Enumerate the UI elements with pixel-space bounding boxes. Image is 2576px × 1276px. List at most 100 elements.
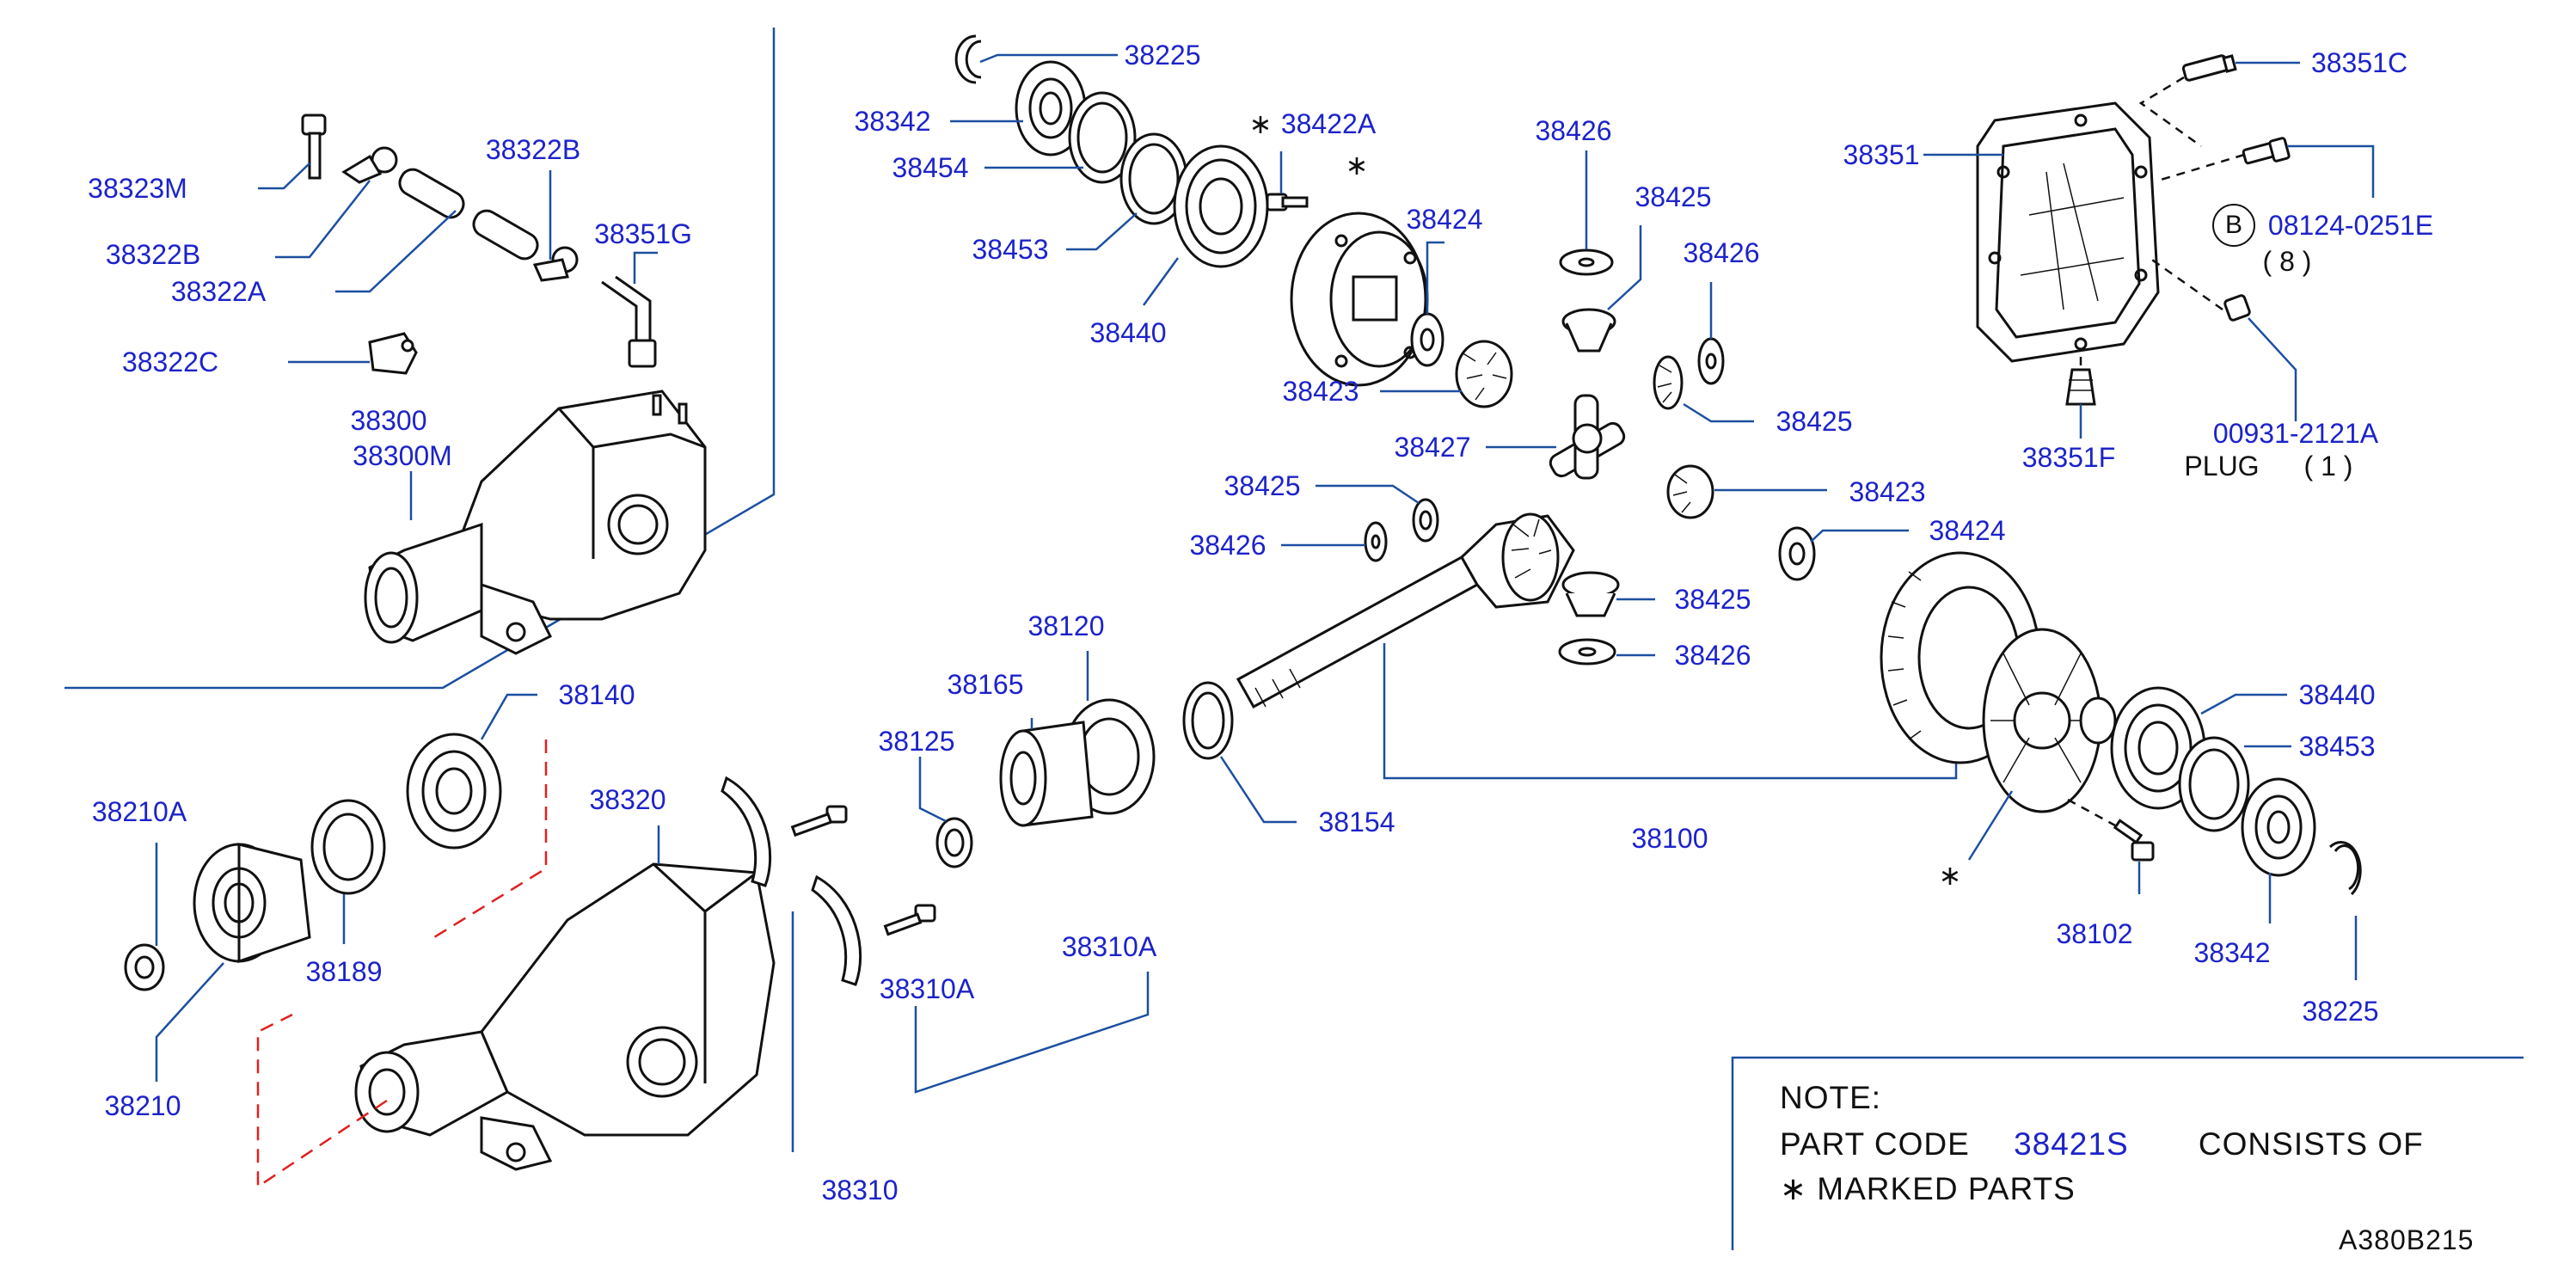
label-38453-right: 38453 (2298, 731, 2376, 762)
label-38165: 38165 (947, 669, 1024, 700)
leader-38322a (335, 210, 457, 293)
label-38425-a: 38425 (1635, 181, 1712, 212)
bolt-38323m (301, 113, 327, 180)
leader-38425-b (1683, 402, 1754, 423)
note-title: NOTE: (1780, 1080, 1882, 1115)
pinion-gear-38425-d (1561, 571, 1620, 617)
star-38422a: ∗ (1248, 107, 1273, 140)
leader-38440-right (2200, 693, 2287, 715)
label-38210a: 38210A (91, 796, 187, 827)
label-38225-right: 38225 (2302, 996, 2379, 1027)
stud-38351c (2181, 54, 2237, 82)
flange-38210 (193, 843, 311, 964)
leader-38425-c (1316, 484, 1420, 505)
label-38322c: 38322C (121, 347, 219, 377)
washer-38426-d (1558, 638, 1616, 666)
diagram-id: A380B215 (2339, 1224, 2475, 1255)
bolt-symbol: B (2212, 204, 2255, 247)
plug-38351f (2065, 368, 2096, 406)
label-38120: 38120 (1027, 610, 1105, 641)
label-38310: 38310 (821, 1175, 899, 1205)
leader-38310a (914, 972, 1150, 1094)
label-38310a-right: 38310A (1061, 931, 1157, 962)
pinion-seal-38154 (1182, 681, 1234, 760)
side-gear-38423-b (1666, 464, 1714, 519)
label-38426-a: 38426 (1535, 115, 1612, 146)
label-plug: PLUG (2184, 451, 2260, 482)
cap-38310-a (721, 776, 772, 887)
label-38423-top: 38423 (1282, 376, 1359, 407)
label-38423-b: 38423 (1849, 476, 1926, 507)
clip-38322b-upper (341, 146, 398, 184)
seal-38189 (310, 799, 386, 895)
cap-38310-b (811, 874, 862, 986)
leader-star-diffcase (1967, 790, 2014, 861)
label-38454: 38454 (892, 152, 969, 183)
bolt-08124 (2242, 137, 2291, 165)
label-38351c: 38351C (2310, 47, 2408, 78)
label-38323m: 38323M (88, 173, 187, 204)
differential-assembly-38300 (364, 390, 707, 655)
side-gear-38423-top (1455, 340, 1513, 408)
leader-38424-b (1810, 529, 1909, 543)
leader-00931 (2248, 317, 2297, 421)
label-38300: 38300 (350, 405, 427, 436)
label-38154: 38154 (1318, 807, 1395, 837)
drive-pinion-shaft (1236, 512, 1575, 709)
star-diff-case: ∗ (1938, 859, 1962, 892)
bolt-38310a-upper (790, 805, 848, 837)
star-diff-case-half: ∗ (1345, 149, 1369, 181)
label-38320: 38320 (589, 784, 666, 815)
label-38102: 38102 (2056, 918, 2133, 949)
leader-38424-top (1426, 241, 1444, 314)
label-38426-b: 38426 (1683, 237, 1760, 268)
snap-ring-38225-top (954, 34, 982, 84)
label-38189: 38189 (305, 956, 383, 987)
leader-38210 (155, 962, 224, 1082)
label-38425-b: 38425 (1776, 406, 1853, 437)
leader-38453-top (1066, 212, 1138, 251)
leader-38140 (480, 693, 537, 740)
hose-38322a (398, 168, 539, 261)
shim-38454 (1068, 91, 1137, 184)
note-box-border (1731, 1056, 2524, 1250)
pinion-gear-38425-c (1412, 498, 1439, 543)
dash-38351c (2138, 76, 2202, 148)
label-38422a: 38422A (1280, 108, 1377, 139)
note-line-1-prefix: PART CODE (1780, 1126, 1970, 1162)
label-38125: 38125 (878, 726, 955, 757)
washer-38125 (935, 817, 973, 868)
label-38425-d: 38425 (1674, 584, 1751, 615)
label-38310a-left: 38310A (879, 973, 975, 1004)
label-38425-c: 38425 (1224, 470, 1301, 501)
label-38351f: 38351F (2021, 442, 2116, 473)
leader-08124 (2287, 144, 2375, 198)
bolt-38102 (2113, 819, 2155, 862)
clamp-38322c (368, 332, 418, 375)
note-line-1-suffix: CONSISTS OF (2198, 1126, 2424, 1162)
label-38440-right: 38440 (2298, 679, 2376, 710)
label-38351: 38351 (1843, 139, 1920, 170)
bearing-38342-right (2241, 777, 2316, 877)
label-38225-top: 38225 (1124, 40, 1201, 71)
washer-38424-b (1778, 526, 1816, 581)
label-38351g: 38351G (594, 218, 692, 249)
label-38322b-right: 38322B (485, 134, 581, 165)
label-38424-b: 38424 (1929, 515, 2006, 546)
cross-shaft-38427 (1549, 394, 1626, 480)
washer-38426-a (1559, 248, 1614, 276)
label-38300m: 38300M (353, 440, 452, 471)
dash-flange-bottom (256, 1013, 388, 1189)
rear-cover-38351 (1976, 101, 2160, 363)
note-line-2: ∗ MARKED PARTS (1780, 1171, 2076, 1206)
label-00931: 00931-2121A (2212, 418, 2379, 449)
label-38427: 38427 (1394, 432, 1471, 463)
note-line-1: PART CODE 38421S CONSISTS OF (1780, 1128, 2424, 1160)
leader-38125 (918, 757, 947, 823)
leader-38225-top (979, 53, 1118, 64)
shim-38453-top (1119, 132, 1188, 225)
label-08124: 08124-0251E (2267, 210, 2434, 241)
bearing-38140 (406, 733, 502, 850)
